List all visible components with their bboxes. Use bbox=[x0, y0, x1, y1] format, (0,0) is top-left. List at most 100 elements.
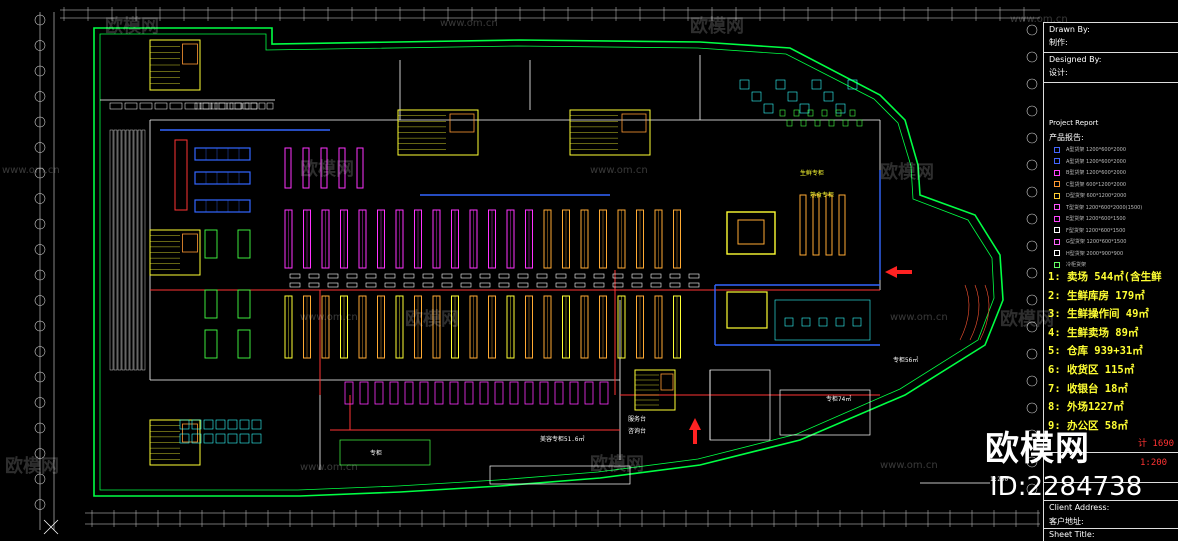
office-chair bbox=[807, 109, 814, 117]
fixture bbox=[460, 282, 472, 288]
area-item: 5: 仓库 939+31㎡ bbox=[1048, 345, 1143, 358]
watermark-brand: 欧模网 bbox=[690, 16, 744, 37]
office-desk bbox=[763, 103, 774, 114]
label-office: 咨询台 bbox=[628, 428, 647, 435]
fixture bbox=[384, 282, 396, 288]
area-item: 7: 收银台 18㎡ bbox=[1048, 382, 1128, 395]
shelf-upper bbox=[320, 147, 328, 189]
blue-partitions bbox=[160, 129, 881, 346]
top-shelf bbox=[124, 102, 138, 110]
fixture bbox=[422, 273, 434, 279]
staff-desk bbox=[239, 419, 250, 430]
fixture bbox=[612, 273, 624, 279]
watermark-brand: 欧模网 bbox=[300, 159, 354, 180]
legend-row: H型货架 2000*900*900 bbox=[1054, 250, 1123, 257]
legend-swatch bbox=[1054, 227, 1060, 233]
axis-bubble bbox=[34, 91, 46, 102]
legend-swatch bbox=[1054, 204, 1060, 210]
area-item: 1: 卖场 544㎡(含生鲜 bbox=[1048, 271, 1162, 283]
office-chair bbox=[814, 119, 821, 127]
top-shelf bbox=[202, 102, 210, 110]
checkout-lane bbox=[509, 381, 519, 405]
green-case bbox=[204, 289, 218, 319]
staff-desk bbox=[227, 419, 238, 430]
top-shelf bbox=[199, 102, 213, 110]
top-shelf bbox=[229, 102, 243, 110]
legend-label: E型货架 1200*600*1500 bbox=[1066, 216, 1126, 222]
legend-row: T型货架 1200*600*2000(1500) bbox=[1054, 204, 1142, 211]
checkout-lane bbox=[434, 381, 444, 405]
label-counter-b: 专柜74㎡ bbox=[826, 396, 852, 403]
watermark-url: www.om.cn bbox=[890, 312, 948, 323]
area-item: 9: 办公区 58㎡ bbox=[1048, 419, 1128, 432]
office-chair bbox=[800, 119, 807, 127]
fixture bbox=[650, 273, 662, 279]
area-item: 4: 生鲜卖场 89㎡ bbox=[1048, 326, 1139, 339]
watermark-url: www.om.cn bbox=[590, 165, 648, 176]
fixture bbox=[308, 282, 320, 288]
designed-by-label-cn: 设计: bbox=[1049, 68, 1068, 77]
top-shelf bbox=[109, 102, 123, 110]
side-shelf bbox=[117, 129, 122, 371]
legend-label: A型货架 1200*600*2000 bbox=[1066, 147, 1127, 153]
axis-bubble bbox=[34, 167, 46, 179]
room bbox=[339, 439, 431, 466]
office-chair bbox=[779, 109, 786, 117]
side-shelf bbox=[141, 129, 146, 371]
elevator bbox=[182, 43, 198, 65]
office-desk bbox=[811, 79, 822, 90]
cold-cases bbox=[194, 147, 251, 359]
label-counter-a: 专柜56㎡ bbox=[893, 357, 919, 364]
green-case bbox=[237, 229, 251, 259]
axis-bubble bbox=[34, 295, 46, 306]
elevator bbox=[621, 113, 647, 133]
side-shelf bbox=[125, 129, 130, 371]
watermark-url: www.om.cn bbox=[300, 462, 358, 473]
checkout-lane bbox=[479, 381, 489, 405]
fresh-stall bbox=[801, 317, 811, 327]
staff-desk bbox=[191, 433, 202, 444]
fixture bbox=[612, 282, 624, 288]
staff-desk bbox=[203, 433, 214, 444]
fixture bbox=[289, 273, 301, 279]
shelf-fresh bbox=[799, 194, 807, 256]
fresh-island-2 bbox=[726, 291, 768, 329]
top-shelf bbox=[139, 102, 153, 110]
green-case bbox=[237, 289, 251, 319]
shelf-upper bbox=[284, 147, 292, 189]
fixture bbox=[479, 273, 491, 279]
office-chair bbox=[828, 119, 835, 127]
green-case bbox=[204, 329, 218, 359]
top-shelf bbox=[184, 102, 198, 110]
fixture bbox=[555, 282, 567, 288]
watermark-logo: 欧模网 bbox=[985, 429, 1090, 469]
watermark-brand: 欧模网 bbox=[1000, 309, 1054, 330]
checkout-lane bbox=[524, 381, 534, 405]
office-desk bbox=[823, 91, 834, 102]
watermark-brand: 欧模网 bbox=[405, 309, 459, 330]
staff-desk bbox=[239, 433, 250, 444]
top-shelf bbox=[244, 102, 258, 110]
shelf-fresh bbox=[825, 194, 833, 256]
drawn-by-label: Drawn By: bbox=[1049, 25, 1090, 34]
sheet-title-label: Sheet Title: bbox=[1049, 530, 1095, 539]
inner-walls bbox=[100, 55, 881, 470]
drawn-by-label-cn: 制作: bbox=[1049, 38, 1068, 47]
fixture bbox=[536, 282, 548, 288]
fixture bbox=[669, 273, 681, 279]
shelf-upper bbox=[302, 147, 310, 189]
office-chair bbox=[793, 109, 800, 117]
axis-bubble bbox=[1026, 24, 1038, 36]
watermark-url: www.om.cn bbox=[440, 18, 498, 29]
fixture bbox=[384, 273, 396, 279]
dimension-lines bbox=[39, 9, 1040, 530]
green-case bbox=[237, 329, 251, 359]
fixture bbox=[365, 273, 377, 279]
cold-case bbox=[194, 199, 251, 213]
fixture bbox=[327, 282, 339, 288]
scale-note: 1:200 bbox=[1140, 458, 1168, 468]
axis-bubble bbox=[34, 218, 46, 230]
office-chair bbox=[856, 119, 863, 127]
office-chair bbox=[849, 109, 856, 117]
legend-label: 冷柜货架 bbox=[1066, 262, 1087, 268]
